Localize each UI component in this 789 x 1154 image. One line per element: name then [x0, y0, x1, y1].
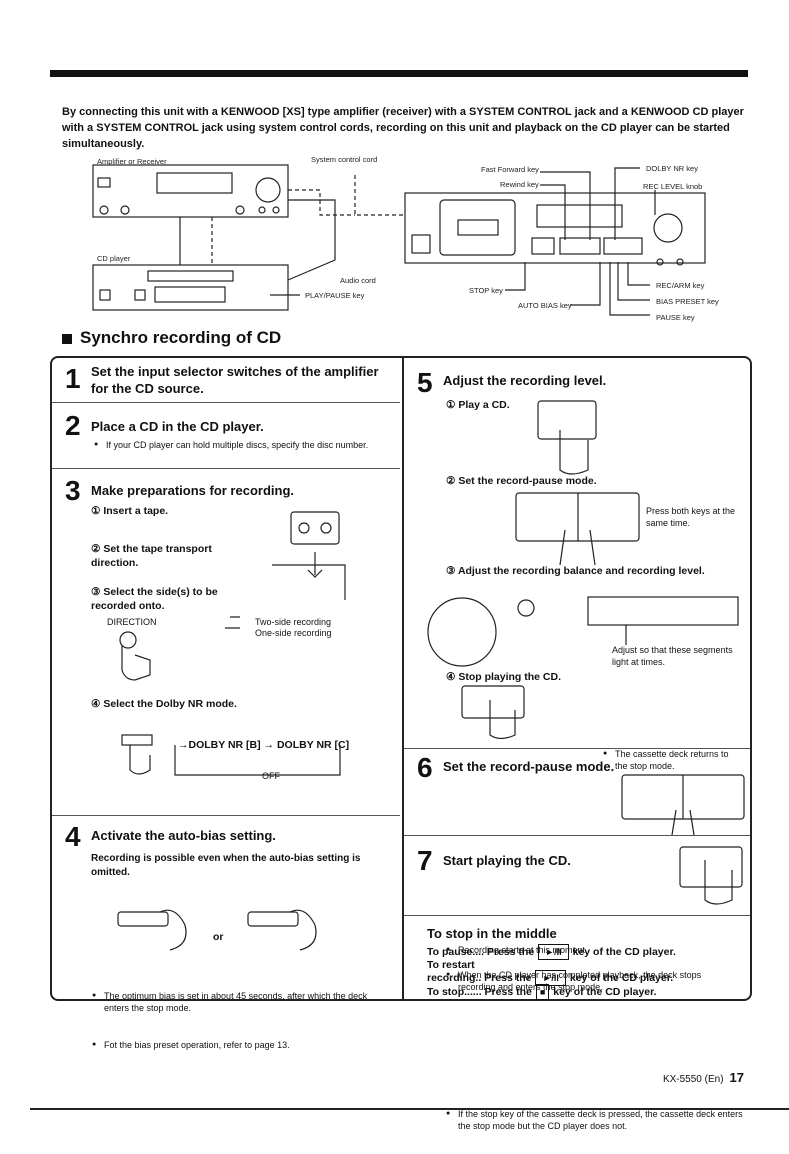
- restart-label: To restart: [427, 959, 475, 971]
- divider: [404, 748, 750, 749]
- step5-stop: ④ Stop playing the CD.: [446, 671, 561, 683]
- label-recarm: REC/ARM key: [656, 281, 705, 290]
- label-dolby: DOLBY NR key: [646, 164, 698, 173]
- step3-number: 3: [65, 475, 81, 506]
- or-label: or: [213, 931, 224, 943]
- right-panel: [402, 356, 752, 1001]
- play-pause-key: ►/II: [535, 970, 566, 986]
- stop-middle-bullet: If the stop key of the cassette deck is …: [446, 1108, 746, 1132]
- label-cd-player: CD player: [97, 254, 131, 263]
- step5-balance: ③ Adjust the recording balance and recor…: [446, 565, 705, 577]
- stop-middle-title: To stop in the middle: [427, 926, 557, 941]
- dolby-sequence: →DOLBY NR [B] → DOLBY NR [C]: [178, 739, 350, 751]
- two-side-label: Two-side recording: [255, 617, 332, 627]
- step4-title: Activate the auto-bias setting.: [91, 828, 276, 843]
- intro-paragraph: By connecting this unit with a KENWOOD […: [62, 106, 744, 150]
- divider: [52, 468, 400, 469]
- page-footer: KX-5550 (En)17: [662, 1070, 744, 1085]
- step5-title: Adjust the recording level.: [443, 373, 607, 388]
- stop-key-icon: ■: [535, 984, 550, 1000]
- step2-title: Place a CD in the CD player.: [91, 419, 264, 434]
- section-title: Synchro recording of CD: [62, 328, 281, 348]
- label-ff: Fast Forward key: [481, 165, 539, 174]
- step5-number: 5: [417, 367, 433, 398]
- divider: [52, 402, 400, 403]
- step4-bullet-2: Fot the bias preset operation, refer to …: [92, 1039, 382, 1051]
- label-playpause: PLAY/PAUSE key: [305, 291, 365, 300]
- step2-number: 2: [65, 410, 81, 441]
- direction-label: DIRECTION: [107, 617, 157, 627]
- label-audio-cord: Audio cord: [340, 276, 376, 285]
- label-rew: Rewind key: [500, 180, 539, 189]
- play-pause-key: ►/II: [538, 944, 569, 960]
- dolby-off: OFF: [262, 771, 280, 781]
- step5-record-pause: ② Set the record-pause mode.: [446, 475, 597, 487]
- stop-line: To stop...... Press the■key of the CD pl…: [427, 984, 657, 1000]
- step1-number: 1: [65, 363, 81, 394]
- step5-play: ① Play a CD.: [446, 399, 510, 411]
- step4-bullet-1: The optimum bias is set in about 45 seco…: [92, 990, 382, 1014]
- step3-dolby: ④ Select the Dolby NR mode.: [91, 698, 237, 710]
- step7-bullet-1: Recording starts at this moment.: [446, 944, 676, 956]
- step7-title: Start playing the CD.: [443, 853, 571, 868]
- stop-note: The cassette deck returns to the stop mo…: [603, 748, 743, 772]
- divider: [404, 915, 750, 916]
- one-side-label: One-side recording: [255, 628, 332, 638]
- divider: [404, 835, 750, 836]
- label-system-cord: System control cord: [311, 155, 378, 164]
- step6-title: Set the record-pause mode.: [443, 759, 615, 774]
- label-autobias: AUTO BIAS key: [518, 301, 572, 310]
- step7-bullet-2: When the CD player has completed playbac…: [446, 969, 716, 993]
- adjust-note: Adjust so that these segments light at t…: [612, 645, 733, 667]
- label-amplifier: Amplifier or Receiver: [97, 157, 167, 166]
- square-bullet-icon: [62, 333, 72, 344]
- step6-number: 6: [417, 752, 433, 783]
- step4-note: Recording is possible even when the auto…: [91, 853, 361, 878]
- label-biaspreset: BIAS PRESET key: [656, 297, 719, 306]
- label-pause: PAUSE key: [656, 313, 695, 322]
- step4-number: 4: [65, 821, 81, 852]
- step2-bullet: If your CD player can hold multiple disc…: [94, 439, 384, 451]
- page-number: 17: [729, 1070, 744, 1085]
- bottom-rule: [30, 1108, 789, 1110]
- step3-insert: ① Insert a tape.: [91, 505, 169, 517]
- step1-title: Set the input selector switches of the a…: [91, 364, 379, 396]
- divider: [52, 815, 400, 816]
- step7-number: 7: [417, 845, 433, 876]
- label-rec-level: REC LEVEL knob: [643, 182, 703, 191]
- label-stop: STOP key: [469, 286, 503, 295]
- top-rule: [50, 70, 748, 77]
- step3-transport: ② Set the tape transport direction.: [91, 543, 212, 569]
- press-both-note: Press both keys at the same time.: [646, 506, 736, 528]
- step3-side: ③ Select the side(s) to be recorded onto…: [91, 586, 218, 612]
- step3-title: Make preparations for recording.: [91, 483, 294, 498]
